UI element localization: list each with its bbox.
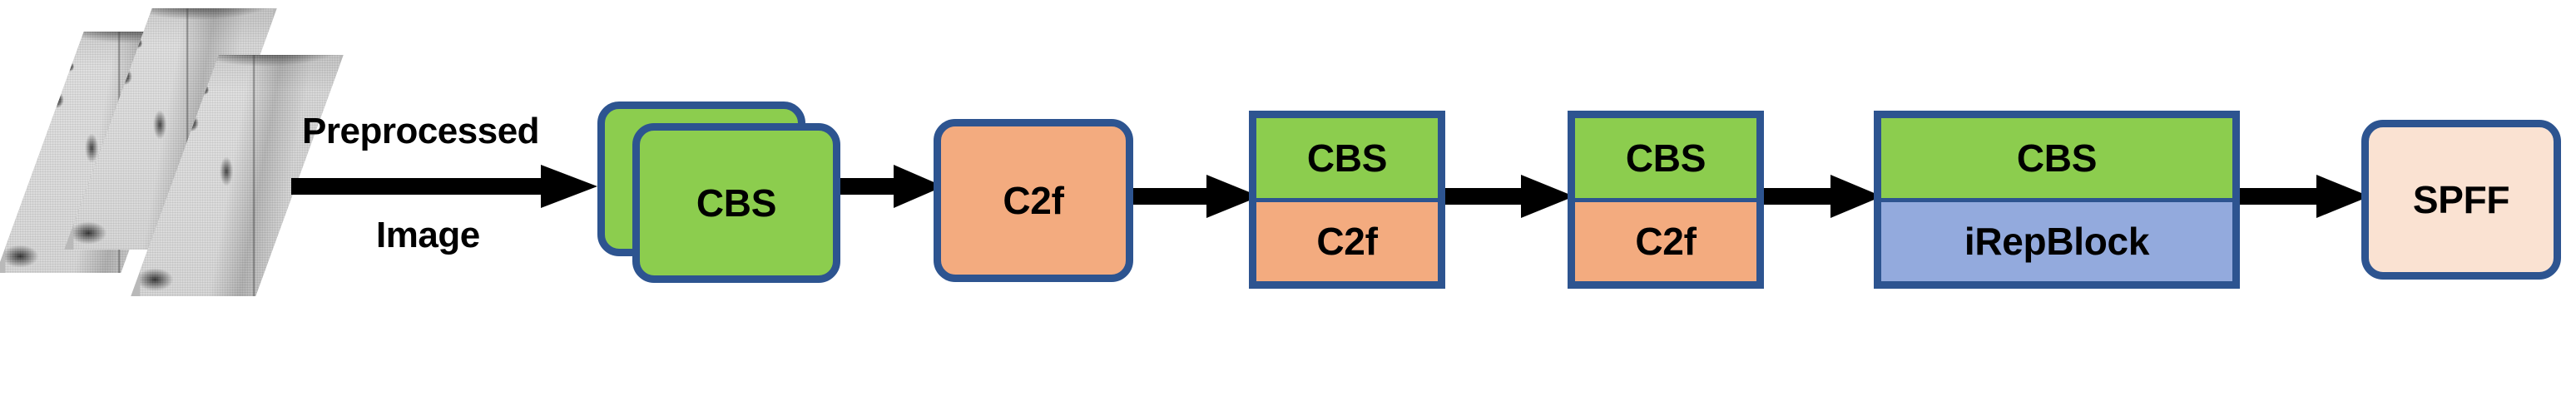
arrow-split1-to-split2 [1441,173,1574,220]
input-image-stack [0,0,344,416]
arrow-split3-to-spff [2235,173,2370,220]
block-cbs-c2f-2-bottom[interactable]: C2f [1575,201,1756,281]
block-cbs-irepblock-bottom[interactable]: iRepBlock [1881,201,2232,281]
image-seam [253,55,255,296]
block-cbs-c2f-2[interactable]: CBS C2f [1568,111,1764,289]
block-cbs-irepblock-top[interactable]: CBS [1881,118,2232,202]
block-cbs-irepblock[interactable]: CBS iRepBlock [1874,111,2240,289]
block-cbs-c2f-2-top[interactable]: CBS [1575,118,1756,202]
block-spff[interactable]: SPFF [2361,120,2561,280]
block-c2f[interactable]: C2f [934,119,1133,282]
block-cbs-stack-front[interactable]: CBS [632,123,840,283]
arrow-label-preprocessed: Preprocessed [302,111,540,151]
arrow-split2-to-split3 [1761,173,1882,220]
block-cbs-c2f-1-bottom[interactable]: C2f [1256,201,1438,281]
arrow-cbs-to-c2f [839,163,944,210]
arrow-label-image: Image [376,215,480,255]
block-cbs-c2f-1[interactable]: CBS C2f [1249,111,1445,289]
block-cbs-c2f-1-top[interactable]: CBS [1256,118,1438,202]
arrow-input-to-cbs [291,163,597,210]
arrow-c2f-to-split1 [1130,173,1260,220]
